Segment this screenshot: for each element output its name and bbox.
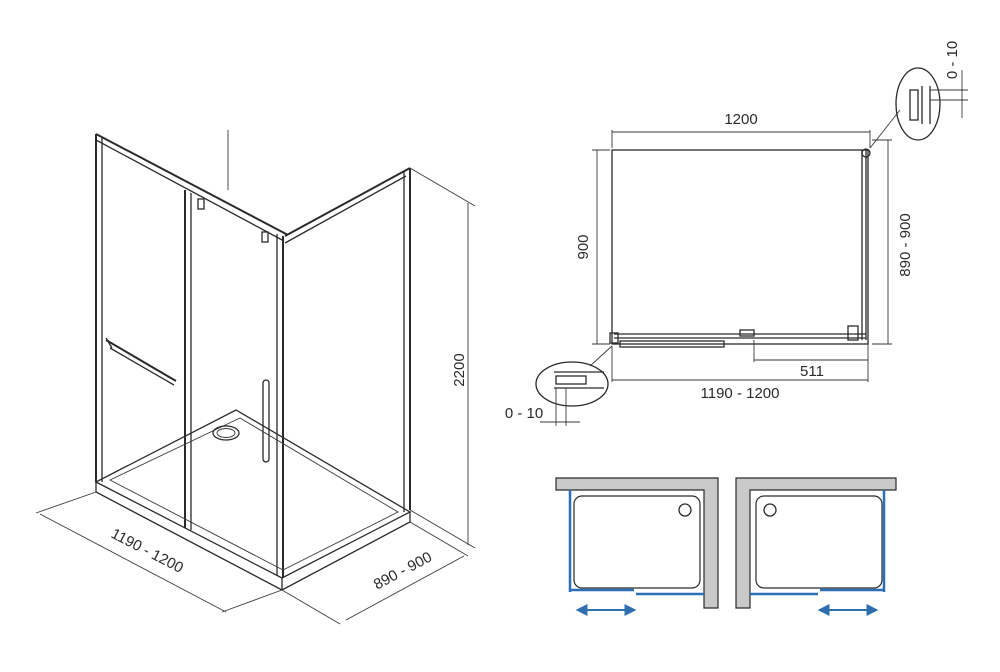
- top-width-label: 1200: [724, 111, 757, 128]
- front-glass-panel: [95, 133, 289, 578]
- door-width-label: 511: [800, 363, 824, 380]
- install-option-right: [735, 477, 897, 616]
- height-label: 2200: [451, 353, 468, 386]
- bottom-width-label: 1190 - 1200: [701, 385, 780, 402]
- plan-view: 1200 900 890 - 900 511: [505, 41, 968, 426]
- detail-top-right: 0 - 10: [869, 41, 968, 149]
- isometric-view: 2200 1190 - 1200 890 - 900: [35, 130, 476, 625]
- depth-dimension: 890 - 900: [281, 521, 469, 625]
- left-depth-label: 900: [575, 234, 592, 259]
- side-glass-panel: [262, 167, 411, 512]
- plan-door-track: [609, 148, 871, 348]
- right-depth-label: 890 - 900: [897, 213, 914, 276]
- detail-top-label: 0 - 10: [944, 41, 961, 79]
- plan-tray-outline: [611, 149, 869, 345]
- install-option-left: [555, 477, 719, 616]
- detail-bottom-label: 0 - 10: [505, 405, 543, 422]
- shower-tray: [94, 409, 412, 591]
- height-dimension: 2200: [409, 167, 476, 549]
- detail-bottom-left: 0 - 10: [505, 345, 613, 426]
- length-dimension: 1190 - 1200: [35, 491, 283, 613]
- depth-label: 890 - 900: [371, 549, 435, 594]
